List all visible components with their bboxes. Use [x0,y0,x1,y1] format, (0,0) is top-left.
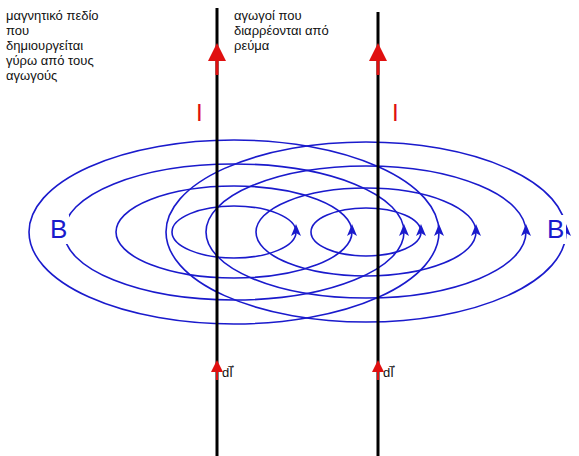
field-lines [29,140,571,324]
field-line [172,206,296,258]
field-line [311,208,421,256]
current-symbol: I [196,100,203,126]
field-line [116,186,352,278]
field-arrowhead [347,224,357,236]
field-line [206,166,526,298]
wire-note: αγωγοί που διαρρέονται από ρεύμα [234,8,329,53]
field-note: μαγνητικό πεδίο που δημιουργείται γύρω α… [6,8,106,83]
element-symbol: dl⃗ [383,366,394,380]
field-arrowhead [291,224,301,236]
field-line [256,188,476,276]
element-arrow [377,366,379,380]
field-arrowhead [521,224,531,236]
field-line [166,142,566,322]
current-arrow [216,52,219,75]
field-arrowhead [399,224,409,236]
field-arrowhead [434,224,444,236]
current-symbol: I [392,100,399,126]
current-arrow [377,52,380,75]
field-arrowhead [416,224,426,236]
field-symbol: B [48,215,69,244]
right-wire [377,12,380,456]
field-arrowhead [471,224,481,236]
field-symbol: B [545,215,566,244]
element-symbol: dl⃗ [222,366,233,380]
field-line [64,164,404,300]
left-wire [216,8,219,456]
element-arrow [216,366,218,380]
